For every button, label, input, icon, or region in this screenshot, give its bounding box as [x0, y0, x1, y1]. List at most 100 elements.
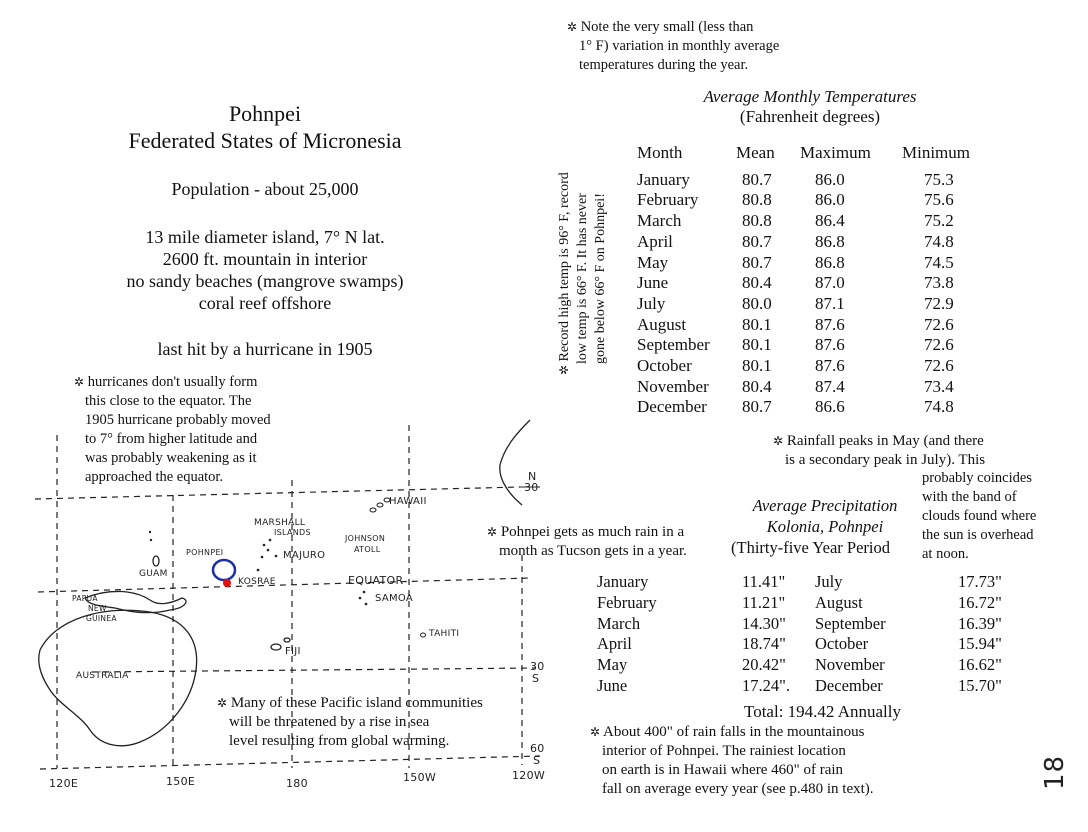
- cell-rain: 16.62": [958, 655, 1002, 675]
- cell-month: December: [815, 675, 883, 695]
- cell-mean: 80.7: [742, 169, 772, 189]
- cell-rain: 20.42": [742, 655, 786, 675]
- temperature-subtitle: (Fahrenheit degrees): [739, 107, 881, 126]
- note-line: Pohnpei gets as much rain in a: [500, 524, 685, 540]
- papua-new-guinea-outline: [84, 590, 187, 614]
- table-header-row: Month Mean Maximum Minimum: [637, 143, 992, 170]
- fact-line: 2600 ft. mountain in interior: [162, 249, 368, 269]
- star-bullet-icon: ✲: [217, 696, 228, 710]
- cell-month: October: [637, 356, 692, 376]
- label-islands: ISLANDS: [274, 528, 311, 537]
- label-papua: PAPUA: [72, 594, 98, 603]
- cell-month: November: [815, 655, 885, 675]
- hawaii-islands: [369, 497, 391, 513]
- note-line: interior of Pohnpei. The rainiest locati…: [602, 743, 846, 759]
- threat-note: ✲ Many of these Pacific island communiti…: [217, 694, 527, 751]
- cell-month: December: [637, 397, 707, 417]
- header-minimum: Minimum: [902, 143, 971, 162]
- pohnpei-circle-marker: [211, 558, 237, 582]
- cell-mean: 80.7: [742, 397, 772, 417]
- note-line: level resulting from global warming.: [229, 733, 450, 749]
- cell-month: May: [597, 655, 628, 675]
- cell-min: 72.9: [924, 293, 954, 313]
- kosrae-dot-marker: [223, 579, 231, 587]
- cell-rain: 11.41": [742, 572, 786, 591]
- cell-mean: 80.8: [742, 190, 772, 210]
- star-bullet-icon: ✲: [557, 364, 571, 375]
- label-johnson: JOHNSON: [345, 534, 386, 543]
- cell-min: 72.6: [924, 314, 954, 334]
- label-guinea: GUINEA: [86, 614, 117, 623]
- australia-outline: [38, 609, 198, 747]
- header-maximum: Maximum: [800, 143, 871, 162]
- label-n30-num: 30: [524, 481, 539, 494]
- cell-max: 86.0: [815, 169, 845, 189]
- cell-max: 87.6: [815, 356, 845, 376]
- cell-rain: 15.94": [958, 634, 1002, 654]
- rainfall-peak-note: ✲ Rainfall peaks in May (and there is a …: [773, 432, 1033, 470]
- label-marshall: MARSHALL: [254, 518, 306, 528]
- star-bullet-icon: ✲: [74, 375, 85, 389]
- fiji-outline: [270, 643, 282, 651]
- title-pohnpei: Pohnpei: [228, 101, 302, 126]
- cell-mean: 80.1: [742, 335, 772, 355]
- label-s60-num: 60: [530, 742, 545, 755]
- cell-max: 86.8: [815, 252, 845, 272]
- note-line: this close to the equator. The: [85, 393, 252, 409]
- label-pohnpei: POHNPEI: [186, 548, 224, 557]
- tahiti-marker: [420, 632, 426, 638]
- cell-mean: 80.7: [742, 231, 772, 251]
- note-line: Many of these Pacific island communities: [230, 695, 483, 711]
- cell-max: 87.4: [815, 376, 845, 396]
- record-temp-note: ✲ Record high temp is 96° F, record low …: [555, 135, 610, 375]
- fact-line: coral reef offshore: [198, 293, 332, 313]
- label-guam: GUAM: [139, 569, 168, 579]
- label-australia: AUSTRALIA: [76, 671, 129, 681]
- note-line: gone below 66° F on Pohnpei!: [593, 193, 608, 364]
- star-bullet-icon: ✲: [487, 525, 498, 539]
- label-lon-150e: 150E: [166, 775, 196, 788]
- cell-month: October: [815, 634, 869, 654]
- cell-month: February: [637, 190, 699, 210]
- label-s30-s: S: [532, 672, 540, 685]
- cell-max: 87.1: [815, 293, 845, 313]
- note-line: Rainfall peaks in May (and there: [786, 433, 984, 449]
- cell-month: January: [637, 169, 690, 189]
- cell-mean: 80.4: [742, 376, 772, 396]
- label-samoa: SAMOA: [375, 593, 414, 604]
- cell-rain: 14.30": [742, 613, 786, 633]
- cell-rain: 16.72": [958, 592, 1002, 612]
- note-line: with the band of: [922, 489, 1017, 505]
- cell-month: August: [637, 314, 687, 334]
- note-line: at noon.: [922, 546, 969, 562]
- page-title: Pohnpei Federated States of Micronesia: [95, 100, 435, 154]
- landmasses: [38, 419, 531, 747]
- cell-month: March: [637, 211, 682, 231]
- cell-min: 72.6: [924, 356, 954, 376]
- hurricane-note: ✲ hurricanes don't usually form this clo…: [74, 373, 334, 487]
- cell-rain: 16.39": [958, 613, 1002, 633]
- label-s30-num: 30: [530, 660, 545, 673]
- note-line: temperatures during the year.: [579, 57, 749, 73]
- note-line: was probably weakening as it: [85, 450, 257, 466]
- cell-month: May: [637, 252, 669, 272]
- marshall-islands-dots: [148, 530, 368, 606]
- cell-min: 74.5: [924, 252, 954, 272]
- map-gridlines: [34, 425, 541, 770]
- fact-line: 13 mile diameter island, 7° N lat.: [145, 227, 385, 247]
- cell-max: 87.0: [815, 273, 845, 293]
- cell-month: January: [597, 572, 649, 591]
- title-fsm: Federated States of Micronesia: [128, 128, 402, 153]
- star-bullet-icon: ✲: [773, 434, 784, 448]
